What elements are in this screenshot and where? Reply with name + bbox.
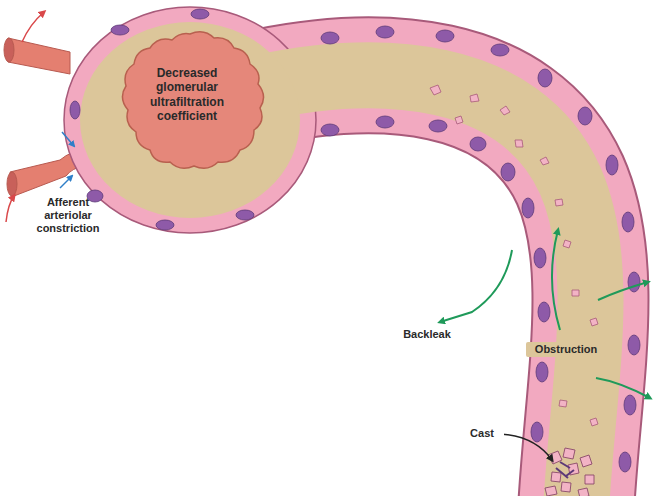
backleak-label: Backleak xyxy=(392,328,462,341)
cast-label: Cast xyxy=(460,426,504,441)
arteriole-label: Afferent arteriolar constriction xyxy=(26,196,110,236)
glomerulus-label: Decreased glomerular ultrafiltration coe… xyxy=(135,66,239,124)
obstruction-label: Obstruction xyxy=(526,342,606,357)
